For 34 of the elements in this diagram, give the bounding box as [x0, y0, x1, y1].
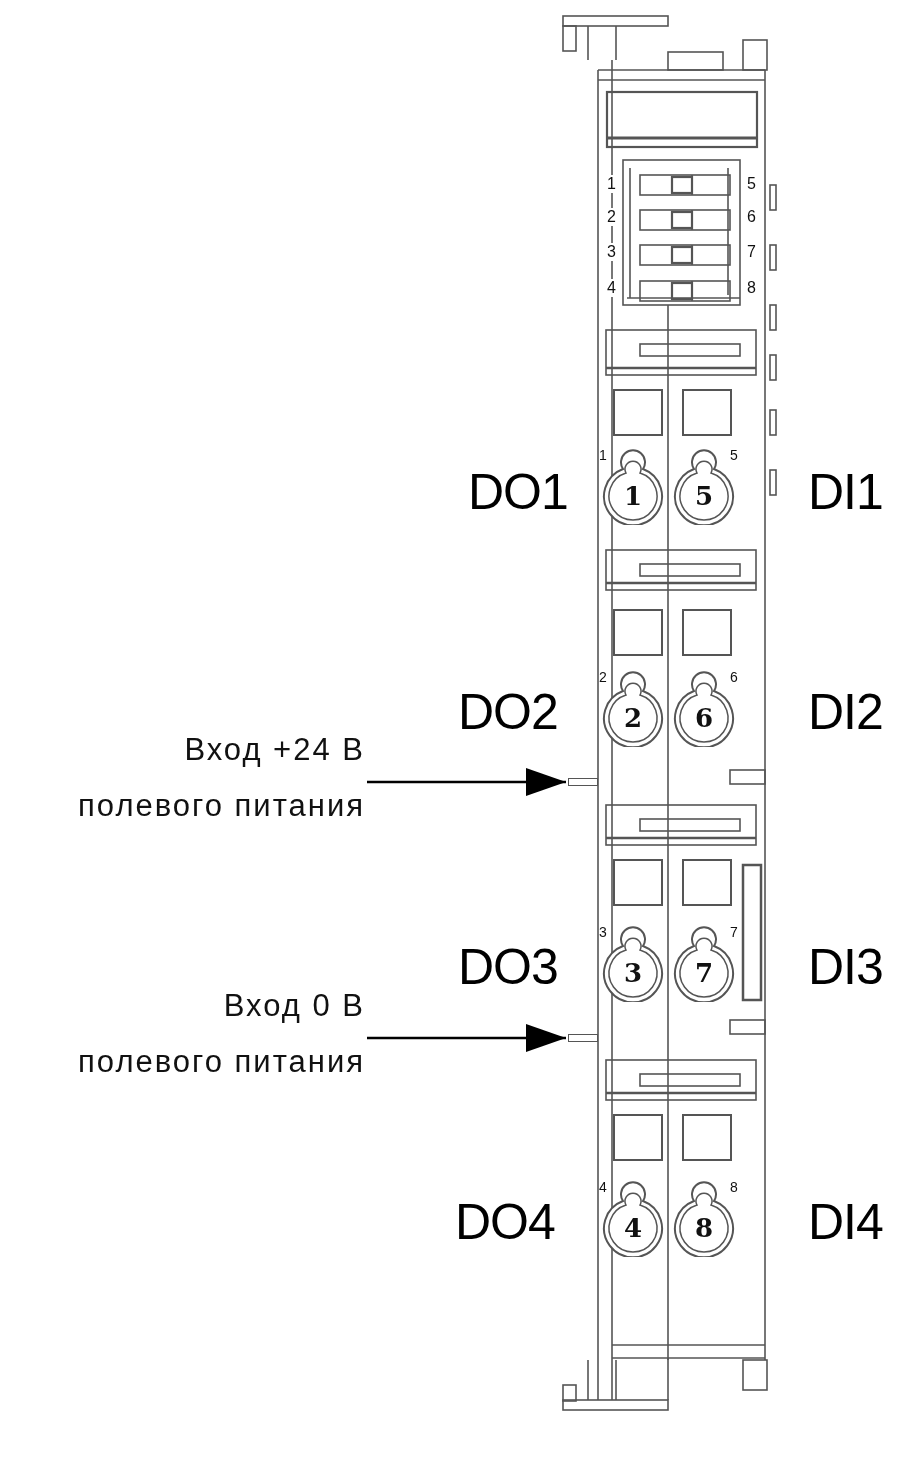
- terminal-socket: [672, 1179, 736, 1257]
- terminal-number: 6: [693, 703, 715, 733]
- terminal-socket: [601, 447, 665, 525]
- terminal-socket: [601, 1179, 665, 1257]
- channel-label: DI2: [808, 684, 883, 740]
- terminal-number: 8: [693, 1213, 715, 1243]
- switch-number: 3: [606, 243, 617, 261]
- channel-label: DO2: [458, 684, 558, 740]
- channel-label: DI3: [808, 939, 883, 995]
- terminal-number: 3: [622, 958, 644, 988]
- switch-number: 2: [606, 208, 617, 226]
- terminal-socket: [672, 447, 736, 525]
- annotation-text: Вход 0 В полевого питания: [25, 978, 365, 1090]
- contact-tab: [568, 1034, 598, 1042]
- contact-tab: [568, 778, 598, 786]
- channel-label: DI4: [808, 1194, 883, 1250]
- arrow: [367, 768, 566, 796]
- annotation-text: Вход +24 В полевого питания: [25, 722, 365, 834]
- terminal-socket: [672, 924, 736, 1002]
- channel-label: DO3: [458, 939, 558, 995]
- terminal-number: 2: [622, 703, 644, 733]
- channel-label: DO4: [455, 1194, 555, 1250]
- switch-number: 4: [606, 279, 617, 297]
- terminal-socket: [601, 669, 665, 747]
- channel-label: DI1: [808, 464, 883, 520]
- arrow: [367, 1024, 566, 1052]
- terminal-number: 4: [622, 1213, 644, 1243]
- switch-number: 1: [606, 175, 617, 193]
- terminal-number: 1: [622, 481, 644, 511]
- terminal-number: 5: [693, 481, 715, 511]
- terminal-number: 7: [693, 958, 715, 988]
- terminal-socket: [601, 924, 665, 1002]
- channel-label: DO1: [468, 464, 568, 520]
- terminal-socket: [672, 669, 736, 747]
